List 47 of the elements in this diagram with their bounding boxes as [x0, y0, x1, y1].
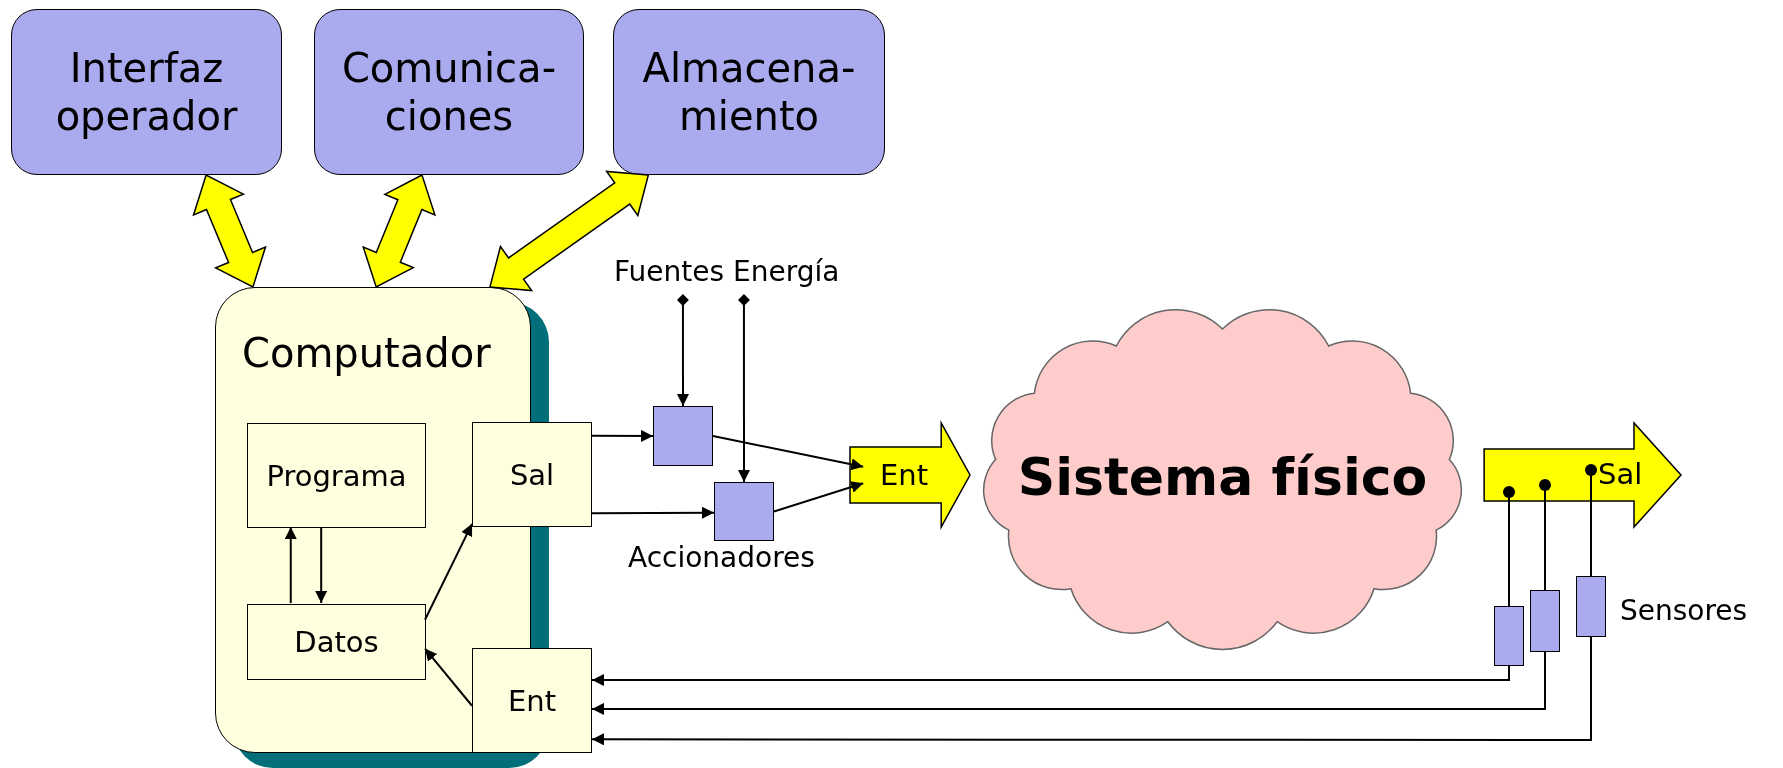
text-label: Fuentes Energía	[614, 255, 841, 288]
function-box	[613, 9, 885, 175]
box-label: Ent	[507, 683, 557, 718]
arrow	[424, 647, 473, 707]
sensor-box	[1494, 606, 1524, 666]
box-label: Datos	[294, 625, 379, 659]
sensor-box	[1530, 590, 1560, 652]
module-box	[247, 604, 426, 680]
arrow	[591, 665, 1510, 686]
function-box	[314, 9, 584, 175]
box-heading: Computador	[242, 330, 492, 376]
double-arrow	[362, 173, 437, 289]
connector-line	[1539, 479, 1551, 591]
signal-arrow	[850, 423, 970, 527]
arrow	[591, 636, 1592, 746]
arrow	[424, 522, 473, 621]
box-label: Ent	[880, 458, 929, 492]
actuator-box	[714, 482, 774, 541]
arrow	[591, 429, 654, 442]
actuator-box	[653, 406, 713, 466]
arrow	[676, 294, 689, 407]
arrow	[773, 481, 865, 513]
connector-line	[1585, 464, 1597, 577]
arrow	[591, 506, 715, 519]
box-label: Almacena- miento	[641, 44, 857, 140]
text-label: Accionadores	[628, 541, 815, 574]
module-box	[472, 422, 592, 527]
arrow	[315, 526, 328, 604]
sensor-box	[1576, 576, 1606, 637]
block-arrow	[1483, 421, 1682, 529]
arrow	[737, 294, 750, 483]
box-label: Interfaz operador	[54, 44, 239, 140]
edge-label: Sal	[1598, 457, 1643, 491]
arrow	[284, 526, 297, 604]
arrow	[712, 435, 865, 471]
box-label: Sistema físico	[1017, 446, 1428, 509]
double-arrow	[192, 173, 267, 289]
module-box	[247, 423, 426, 528]
text-label: Sensores	[1620, 594, 1748, 627]
arrow	[591, 651, 1546, 715]
double-arrow	[488, 170, 650, 292]
box-label: Sal	[509, 457, 555, 492]
function-box	[11, 9, 282, 175]
module-box	[472, 648, 592, 753]
box-label: Comunica- ciones	[340, 44, 558, 140]
connector-line	[1503, 486, 1515, 607]
box-label: Programa	[266, 458, 407, 493]
